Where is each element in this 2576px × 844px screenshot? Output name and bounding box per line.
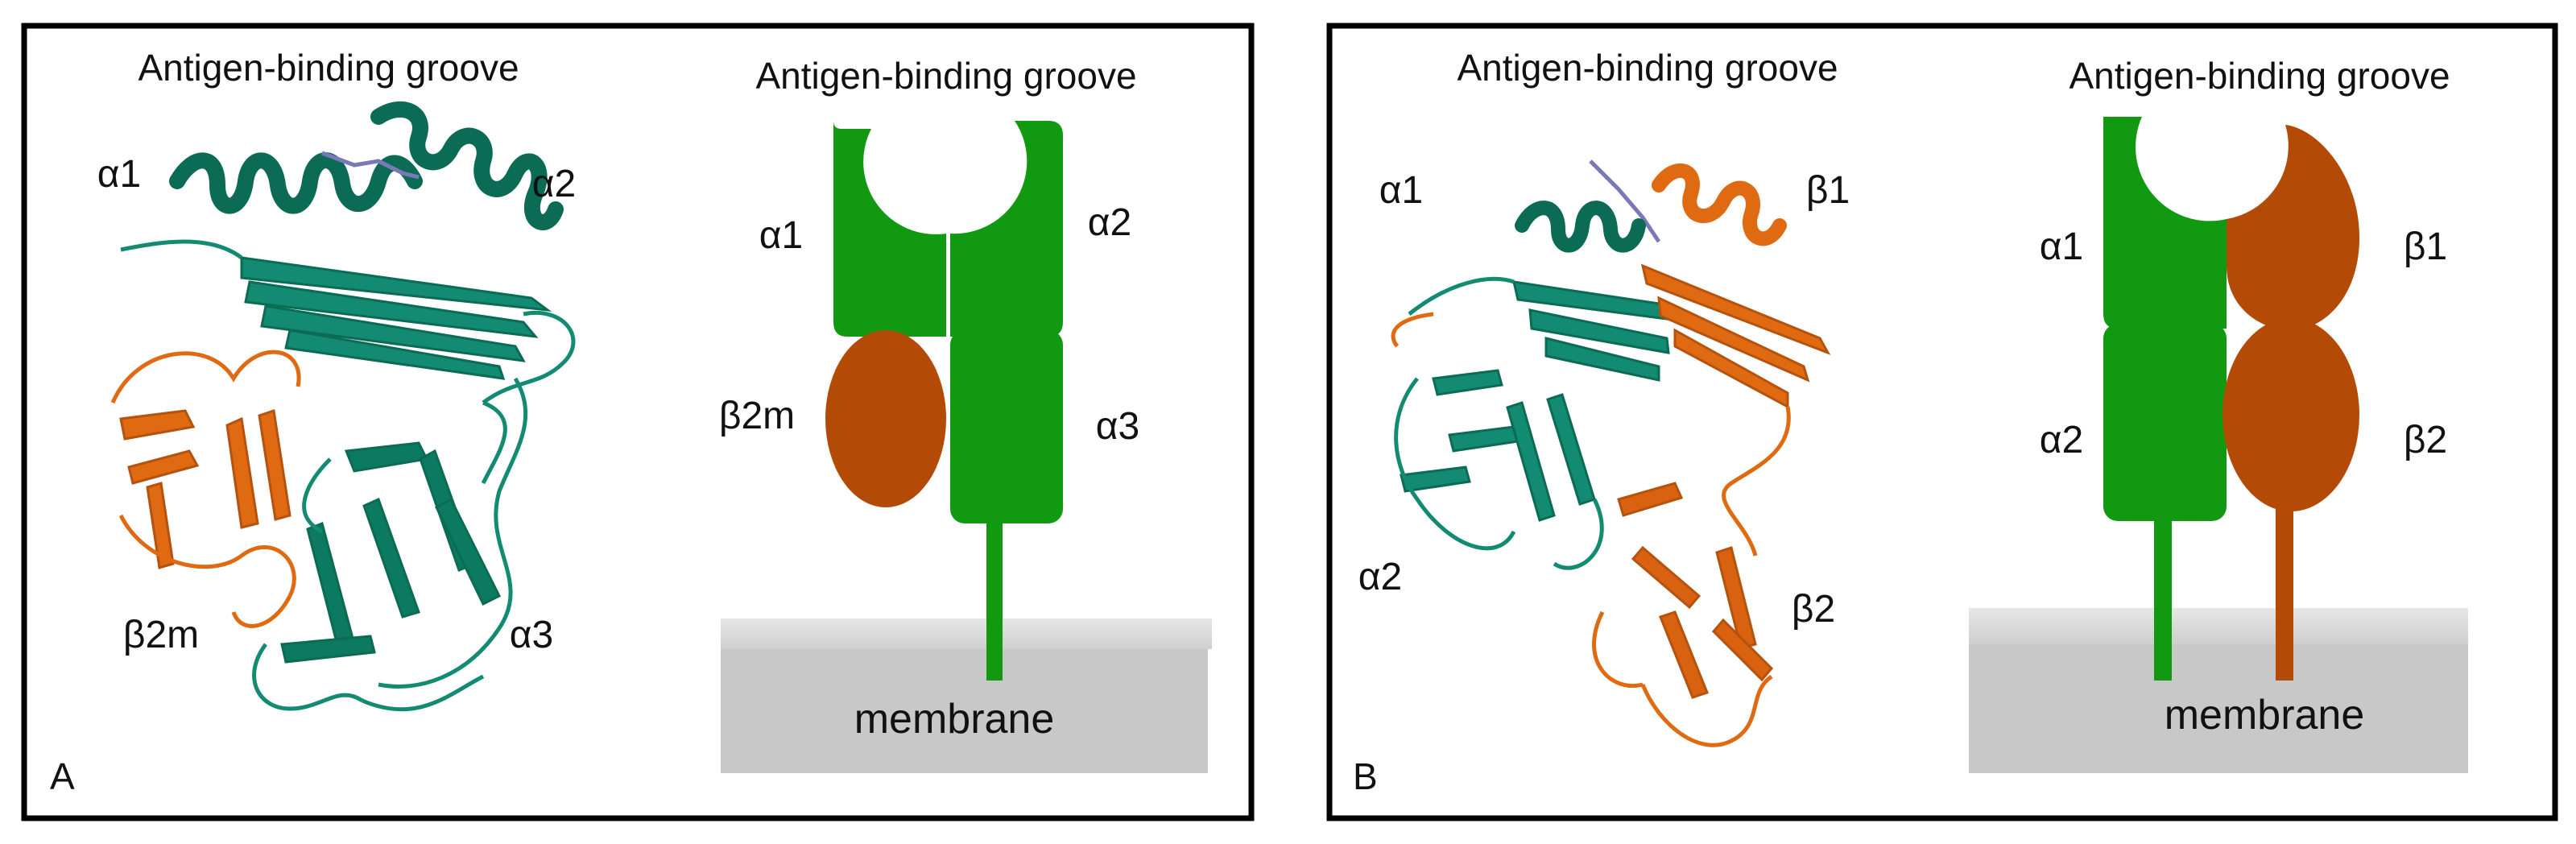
alpha2-block-a [950,121,1063,337]
alpha1-sheet-b [1512,280,1681,382]
panel-b-structure [1391,159,1831,747]
schematic-a-b2m-label: β2m [719,395,795,437]
b2m-domain [119,409,292,569]
alpha2-block-b [2103,324,2227,521]
schematic-a-groove-label: Antigen-binding groove [755,55,1136,97]
schematic-a-membrane-label: membrane [854,696,1055,743]
structure-a-alpha2-label: α2 [532,163,576,205]
structure-b-groove-label: Antigen-binding groove [1457,47,1838,89]
schematic-a-alpha3-label: α3 [1096,405,1139,448]
structure-b-beta2-label: β2 [1792,588,1835,631]
beta-tm-stem-b [2276,507,2293,681]
panel-b-letter: B [1353,755,1378,797]
beta2-domain-b [1617,482,1774,699]
panel-a-structure [110,101,576,712]
b2m-loops [110,350,301,628]
panel-a: Antigen-binding groove α1 α2 β2m α3 Anti… [21,23,1255,821]
panel-a-letter: A [50,755,75,797]
beta2-loops-b [1391,312,1791,747]
structure-a-alpha3-label: α3 [510,614,553,656]
schematic-a [721,121,1212,773]
beta1-helix-b [1652,163,1787,246]
alpha1-helix-a [169,152,423,214]
schematic-b-beta2-label: β2 [2404,419,2447,461]
schematic-a-alpha2-label: α2 [1088,201,1131,244]
peptide-a [321,151,420,180]
membrane-b-top [1969,608,2468,644]
alpha1-helix-b [1515,201,1646,253]
structure-a-alpha1-label: α1 [97,153,141,196]
beta1-ellipse-b [2227,125,2360,330]
structure-b-beta1-label: β1 [1806,169,1850,212]
structure-a-groove-label: Antigen-binding groove [138,47,519,89]
membrane-b [1969,608,2468,773]
membrane-a-body [721,640,1208,773]
b2m-ellipse-a [825,330,946,507]
schematic-a-alpha1-label: α1 [759,214,803,257]
beta-sheet-floor-a [240,256,552,380]
structure-b-alpha2-label: α2 [1358,556,1402,598]
structure-a-b2m-label: β2m [123,614,199,656]
beta1-sheet-b [1640,263,1831,409]
alpha3-block-a [950,330,1063,523]
schematic-b [1969,117,2468,773]
loops-a [120,239,576,689]
alpha2-loops-b [1394,276,1604,570]
schematic-b-alpha2-label: α2 [2040,419,2083,461]
schematic-b-membrane-label: membrane [2165,692,2365,738]
panel-b: Antigen-binding groove α1 β1 α2 β2 Antig… [1326,23,2558,821]
membrane-a-top [721,619,1212,649]
membrane-a [721,619,1212,773]
alpha1-block-a [833,121,946,337]
membrane-b-body [1969,636,2468,773]
schematic-b-alpha1-label: α1 [2040,225,2083,268]
alpha2-domain-b [1400,369,1596,522]
alpha-tm-stem-a [986,515,1003,681]
schematic-b-beta1-label: β1 [2404,225,2447,268]
alpha1-block-b [2103,117,2227,329]
structure-b-alpha1-label: α1 [1379,169,1423,212]
beta2-ellipse-b [2222,318,2359,511]
alpha3-loops [252,457,485,712]
peptide-b [1589,159,1661,243]
schematic-b-groove-label: Antigen-binding groove [2069,55,2450,97]
alpha2-helix-a [370,101,564,230]
alpha-tm-stem-b [2154,507,2172,681]
